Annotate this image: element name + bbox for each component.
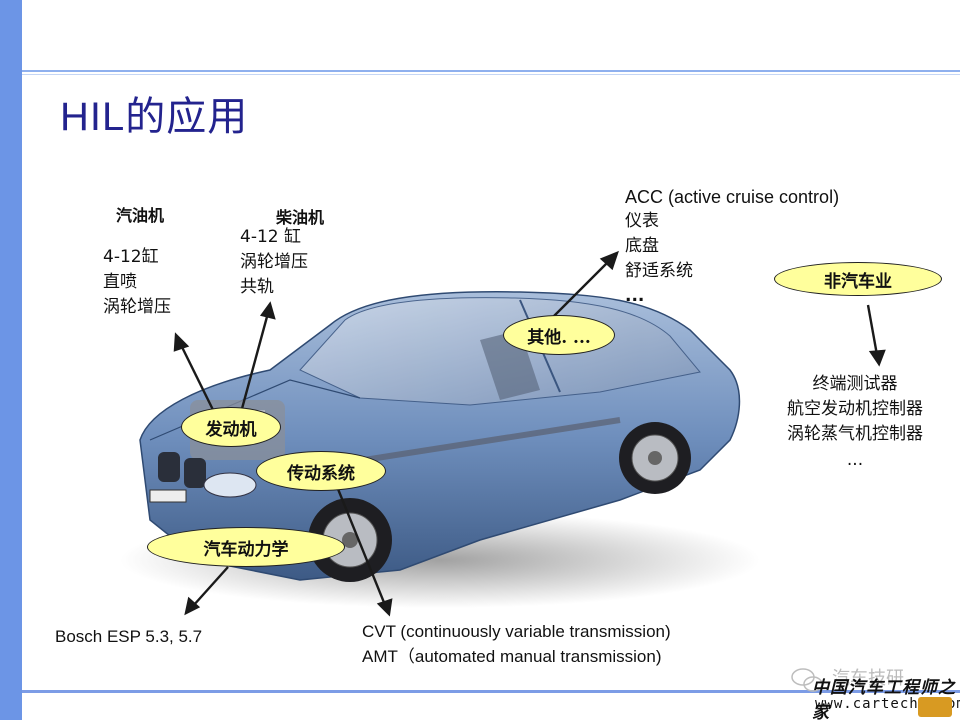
top-right-item: 仪表 (625, 209, 659, 234)
diesel-item: 涡轮增压 (240, 250, 308, 275)
right-item: 涡轮蒸气机控制器 (780, 422, 930, 447)
diesel-item: 4-12 缸 (240, 225, 301, 250)
cvt-label: CVT (continuously variable transmission) (362, 619, 671, 644)
oval-drivetrain: 传动系统 (256, 451, 386, 491)
oval-non-auto: 非汽车业 (774, 262, 942, 296)
oval-vehicle-dynamics: 汽车动力学 (147, 527, 345, 567)
top-right-ellipsis: ... (625, 284, 644, 309)
right-item: 航空发动机控制器 (780, 397, 930, 422)
arrow-to-non-auto (868, 305, 877, 355)
right-item: 终端测试器 (780, 372, 930, 397)
car-grille-right (184, 458, 206, 488)
diesel-item: 共轨 (240, 275, 274, 300)
arrowhead-gasoline (175, 335, 187, 350)
top-right-item: 底盘 (625, 234, 659, 259)
gasoline-item: 涡轮增压 (103, 295, 171, 320)
license-plate (150, 490, 186, 502)
headlight (204, 473, 256, 497)
arrowhead-diesel (262, 304, 274, 318)
esp-label: Bosch ESP 5.3, 5.7 (55, 624, 202, 649)
watermark-logo-icon (918, 697, 952, 717)
car-grille-left (158, 452, 180, 482)
gasoline-item: 4-12缸 (103, 245, 159, 270)
right-ellipsis: ... (780, 448, 930, 473)
rear-hub (648, 451, 662, 465)
arrowhead-non-auto (871, 351, 884, 364)
acc-item: ACC (active cruise control) (625, 185, 839, 210)
gasoline-heading: 汽油机 (116, 203, 164, 228)
amt-label: AMT（automated manual transmission) (362, 644, 662, 669)
oval-others: 其他. ... (503, 315, 615, 355)
top-right-item: 舒适系统 (625, 259, 693, 284)
oval-engine: 发动机 (181, 407, 281, 447)
gasoline-item: 直喷 (103, 270, 137, 295)
